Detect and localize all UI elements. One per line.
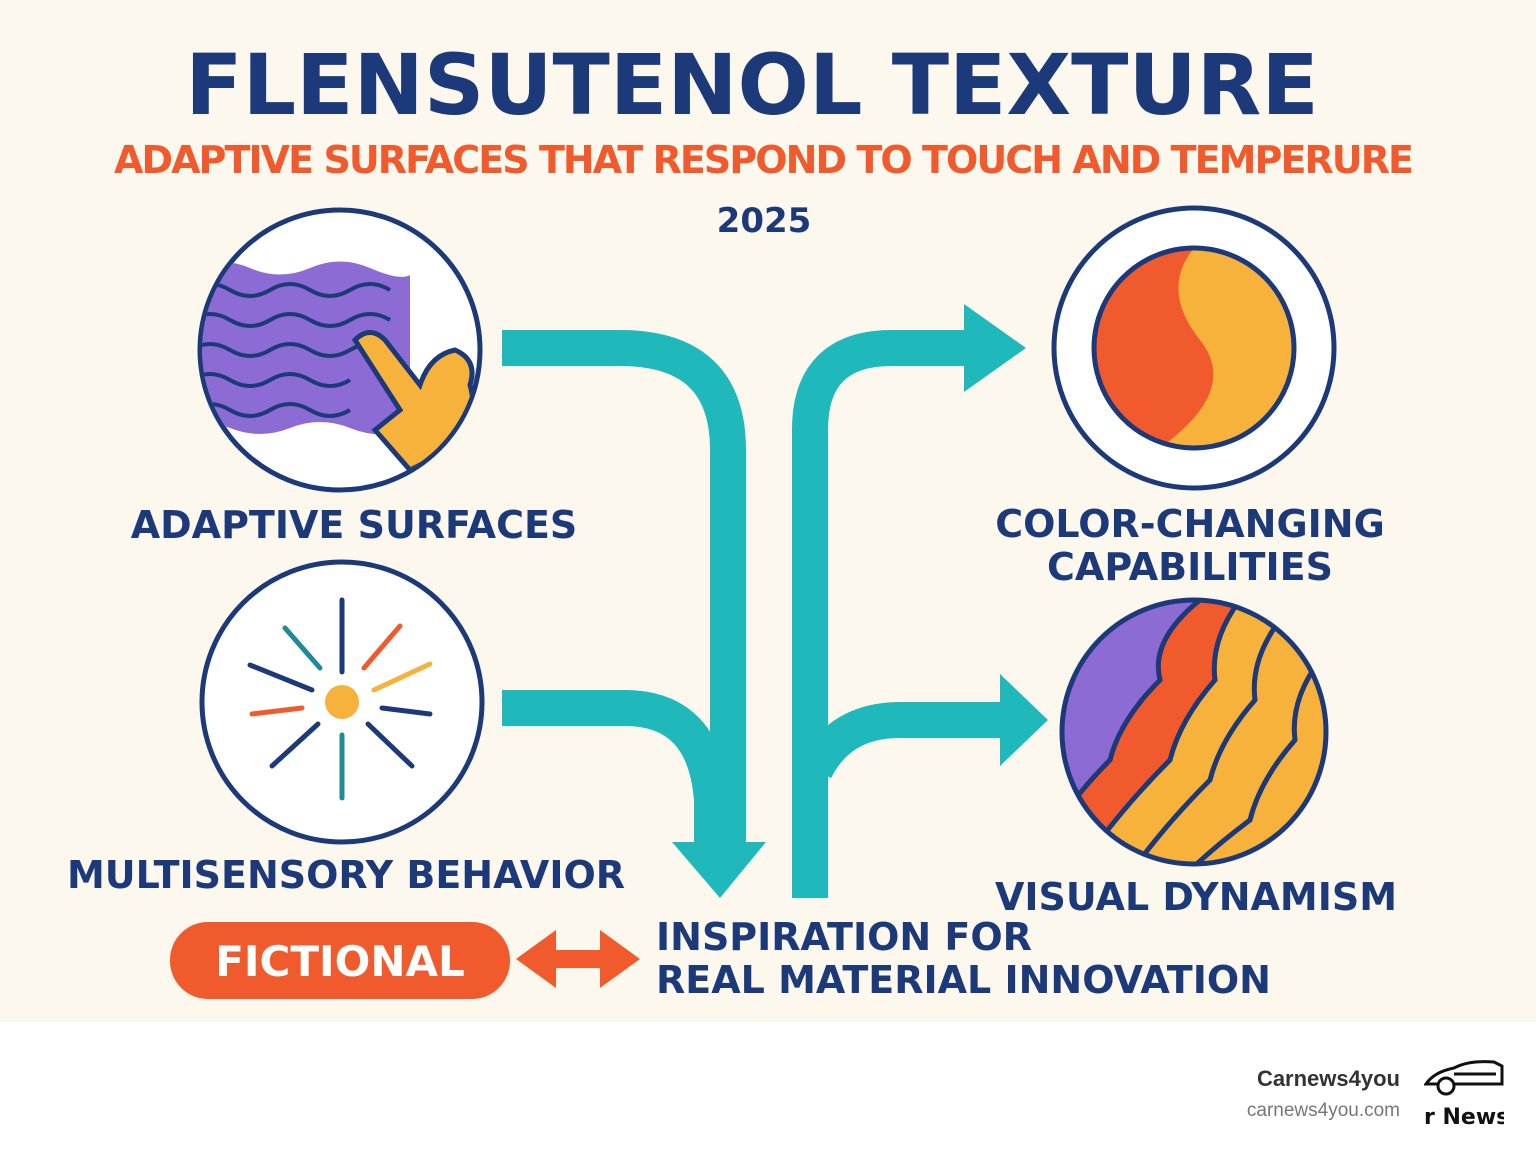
label-multisensory-behavior: MULTISENSORY BEHAVIOR bbox=[67, 853, 625, 897]
subtitle: ADAPTIVE SURFACES THAT RESPOND TO TOUCH … bbox=[114, 138, 1414, 182]
fictional-badge bbox=[170, 922, 510, 999]
footer-brand: Carnews4you bbox=[1256, 1066, 1400, 1091]
label-color-changing-1: COLOR-CHANGING bbox=[995, 502, 1385, 546]
car-news-logo: r News bbox=[1423, 1054, 1509, 1130]
adaptive-surface-icon bbox=[197, 207, 483, 493]
label-color-changing-2: CAPABILITIES bbox=[1047, 545, 1333, 589]
label-adaptive-surfaces: ADAPTIVE SURFACES bbox=[131, 503, 578, 547]
inspiration-line-2: REAL MATERIAL INNOVATION bbox=[656, 958, 1271, 1002]
wave-stripes-icon bbox=[1059, 597, 1329, 867]
fictional-badge-label: FICTIONAL bbox=[215, 937, 465, 986]
arrowhead-right-bottom bbox=[1000, 674, 1048, 766]
multisensory-burst-icon bbox=[199, 559, 485, 845]
footer-url[interactable]: carnews4you.com bbox=[1246, 1100, 1400, 1121]
inspiration-line-1: INSPIRATION FOR bbox=[656, 915, 1032, 959]
arrowhead-right-top bbox=[964, 304, 1026, 392]
label-visual-dynamism: VISUAL DYNAMISM bbox=[995, 875, 1397, 919]
title: FLENSUTENOL TEXTURE bbox=[185, 36, 1318, 134]
double-arrow-icon bbox=[516, 930, 640, 988]
infographic: FLENSUTENOL TEXTURE ADAPTIVE SURFACES TH… bbox=[0, 0, 1536, 1022]
arrowhead-down bbox=[672, 842, 766, 898]
flow-arrows bbox=[502, 330, 1002, 898]
year: 2025 bbox=[717, 201, 812, 241]
svg-text:r News: r News bbox=[1424, 1105, 1504, 1130]
color-change-icon bbox=[1051, 205, 1337, 491]
